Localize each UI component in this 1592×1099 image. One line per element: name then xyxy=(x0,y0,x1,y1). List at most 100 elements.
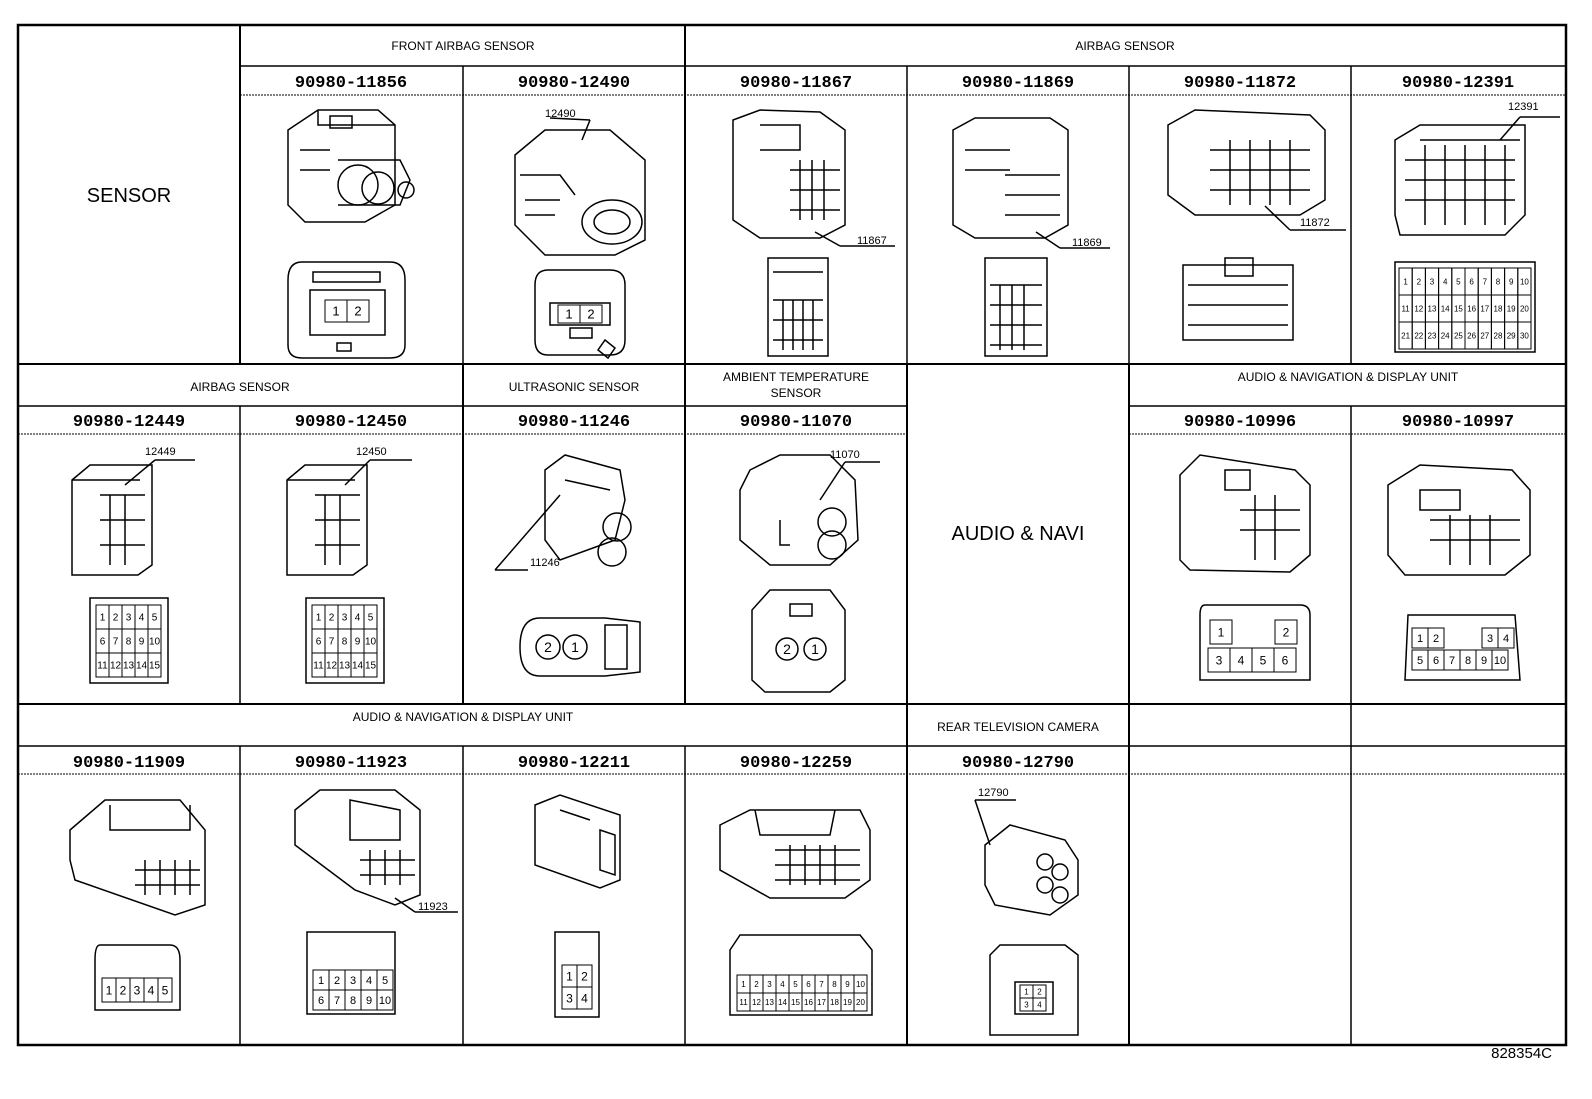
pin-number: 1 xyxy=(100,613,106,624)
pin-number: 1 xyxy=(1024,987,1029,996)
pin-cell xyxy=(1273,647,1297,673)
part-number-11246: 90980-11246 xyxy=(518,413,630,432)
pin-number: 25 xyxy=(1454,331,1463,340)
pin-cell xyxy=(1032,997,1047,1012)
pin-number: 2 xyxy=(1417,277,1422,286)
pin-number: 18 xyxy=(830,998,839,1007)
callout-11869: 11869 xyxy=(1072,237,1102,249)
connector-11246-face xyxy=(519,617,641,677)
pin-number: 12 xyxy=(326,661,338,672)
pin-number: 5 xyxy=(368,613,374,624)
connector-11070-face xyxy=(751,589,846,693)
part-number-11867: 90980-11867 xyxy=(740,74,852,93)
pin-number: 2 xyxy=(354,304,361,319)
connector-12790-face xyxy=(989,944,1079,1036)
pin-number: 11 xyxy=(739,998,748,1007)
pin-cell xyxy=(579,304,603,324)
pin-cell xyxy=(1427,627,1445,649)
pin-number: 10 xyxy=(379,995,391,1007)
group-ultrasonic-sensor: ULTRASONIC SENSOR xyxy=(509,380,640,394)
table-grid xyxy=(16,23,1568,1047)
pin-number: 30 xyxy=(1520,331,1529,340)
pin-number: 7 xyxy=(334,995,340,1007)
pin-number: 19 xyxy=(1507,304,1516,313)
connector-12450-drawing xyxy=(286,459,412,576)
pin-number: 1 xyxy=(332,304,339,319)
pin-number: 1 xyxy=(1403,277,1408,286)
sensor-label: SENSOR xyxy=(87,185,171,207)
pin-number: 8 xyxy=(1496,277,1501,286)
connector-11246-drawing xyxy=(494,454,632,571)
pin-number: 7 xyxy=(329,637,335,648)
pin-number: 6 xyxy=(1469,277,1474,286)
pin-number: 2 xyxy=(1283,625,1290,639)
pin-number: 1 xyxy=(741,980,746,989)
pin-11246-1: 1 xyxy=(571,639,579,655)
group-airbag-sensor: AIRBAG SENSOR xyxy=(1075,39,1175,53)
pin-number: 5 xyxy=(152,613,158,624)
pin-number: 10 xyxy=(856,980,865,989)
group-audio-nav-display-unit: AUDIO & NAVIGATION & DISPLAY UNIT xyxy=(1238,370,1459,384)
pin-number: 7 xyxy=(113,637,119,648)
pin-number: 7 xyxy=(819,980,824,989)
pin-number: 13 xyxy=(123,661,135,672)
part-number-12211: 90980-12211 xyxy=(518,754,630,773)
pin-number: 18 xyxy=(1494,304,1503,313)
pin-number: 4 xyxy=(139,613,145,624)
pin-number: 7 xyxy=(1449,655,1455,667)
pin-number: 3 xyxy=(767,980,772,989)
part-number-11856: 90980-11856 xyxy=(295,74,407,93)
pin-number: 4 xyxy=(1037,1000,1042,1009)
callout-11070: 11070 xyxy=(830,449,860,461)
pin-number: 9 xyxy=(845,980,850,989)
pin-number: 8 xyxy=(350,995,356,1007)
callout-12790: 12790 xyxy=(978,787,1009,799)
pin-number: 22 xyxy=(1414,331,1423,340)
pin-number: 3 xyxy=(1487,633,1493,645)
pin-number: 3 xyxy=(566,991,573,1005)
connector-12790-drawing xyxy=(974,799,1079,916)
part-number-12450: 90980-12450 xyxy=(295,413,407,432)
figure-id: 828354C xyxy=(1491,1045,1552,1062)
pin-number: 6 xyxy=(100,637,106,648)
connector-12391-face xyxy=(1394,261,1536,353)
pin-number: 13 xyxy=(765,998,774,1007)
pin-number: 6 xyxy=(316,637,322,648)
pin-number: 11 xyxy=(1401,304,1410,313)
connector-10996-face xyxy=(1199,604,1311,681)
connector-11867-face xyxy=(767,257,829,357)
pin-number: 24 xyxy=(1441,331,1450,340)
pin-number: 8 xyxy=(342,637,348,648)
connector-11872-face xyxy=(1182,257,1294,341)
pin-number: 4 xyxy=(1238,653,1245,667)
pin-number: 14 xyxy=(778,998,787,1007)
pin-number: 1 xyxy=(318,975,324,987)
pin-number: 5 xyxy=(1260,653,1267,667)
pin-cell xyxy=(1274,619,1298,645)
connector-10997-face xyxy=(1404,614,1521,681)
part-number-11869: 90980-11869 xyxy=(962,74,1074,93)
pin-number: 7 xyxy=(1483,277,1488,286)
connector-12490-drawing xyxy=(514,117,646,256)
callout-12490: 12490 xyxy=(545,108,576,120)
connector-11856-face xyxy=(287,261,406,359)
part-number-12449: 90980-12449 xyxy=(73,413,185,432)
pin-number: 13 xyxy=(339,661,351,672)
pin-number: 1 xyxy=(566,969,573,983)
pin-cell xyxy=(147,652,162,678)
callout-12449: 12449 xyxy=(145,446,176,458)
pin-number: 2 xyxy=(587,307,594,322)
callout-12391: 12391 xyxy=(1508,101,1539,113)
pin-number: 9 xyxy=(366,995,372,1007)
pin-number: 2 xyxy=(1433,633,1439,645)
pin-cell xyxy=(1517,321,1532,350)
group-front-airbag-sensor: FRONT AIRBAG SENSOR xyxy=(391,39,534,53)
pin-number: 15 xyxy=(791,998,800,1007)
pin-number: 23 xyxy=(1428,331,1437,340)
pin-number: 5 xyxy=(1456,277,1461,286)
